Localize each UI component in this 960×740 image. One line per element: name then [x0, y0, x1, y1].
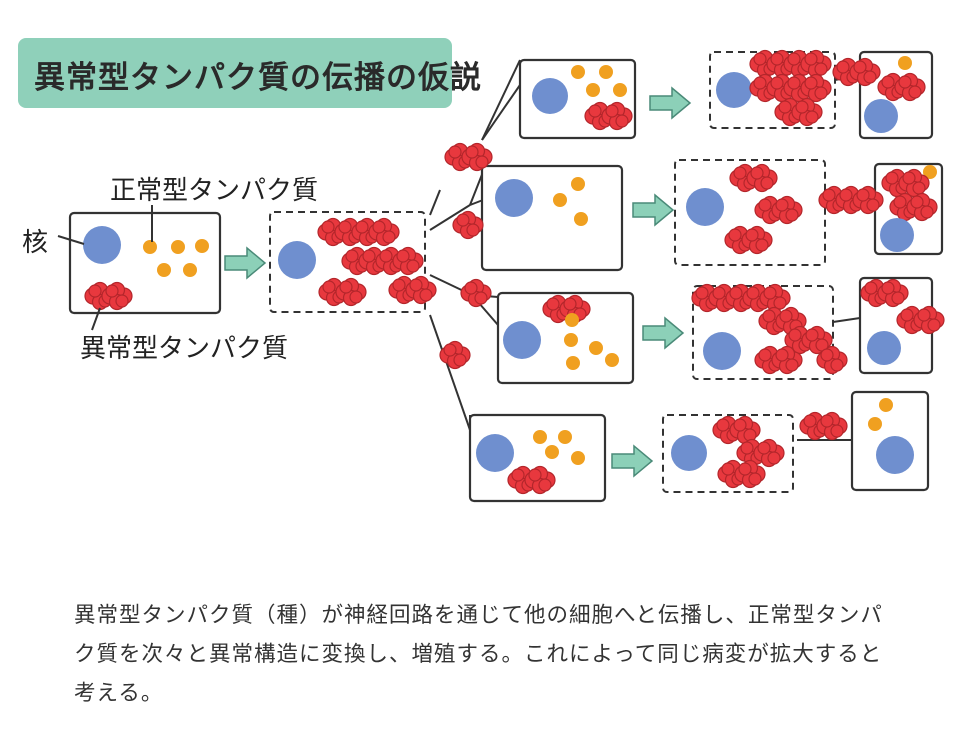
normal-protein — [195, 239, 209, 253]
connector-line — [469, 199, 484, 206]
arrow — [649, 86, 692, 120]
nucleus — [495, 179, 533, 217]
connector-line — [481, 59, 521, 141]
nucleus — [876, 436, 914, 474]
nucleus — [278, 241, 316, 279]
pointer-abnormal-protein — [91, 307, 101, 331]
connector-line — [832, 317, 861, 323]
nucleus — [864, 99, 898, 133]
abnormal-protein — [439, 340, 471, 370]
nucleus — [867, 331, 901, 365]
normal-protein — [533, 430, 547, 444]
normal-protein — [157, 263, 171, 277]
normal-protein — [171, 240, 185, 254]
normal-protein — [868, 417, 882, 431]
label-nucleus: 核 — [22, 228, 49, 258]
normal-protein — [565, 313, 579, 327]
cell — [480, 164, 624, 272]
normal-protein — [571, 177, 585, 191]
arrow — [224, 246, 267, 280]
normal-protein — [566, 356, 580, 370]
normal-protein — [143, 240, 157, 254]
nucleus — [503, 321, 541, 359]
nucleus — [532, 78, 568, 114]
normal-protein — [558, 430, 572, 444]
nucleus — [83, 226, 121, 264]
cell-contents — [83, 49, 945, 495]
normal-protein — [605, 353, 619, 367]
normal-protein — [564, 333, 578, 347]
infected-cell — [674, 159, 826, 266]
nucleus — [716, 72, 752, 108]
connector-line — [429, 189, 441, 216]
normal-protein — [923, 165, 937, 179]
nucleus — [686, 188, 724, 226]
nucleus — [880, 218, 914, 252]
label-normal-protein: 正常型タンパク質 — [110, 176, 319, 206]
connector-line — [429, 314, 471, 431]
diagram-title: 異常型タンパク質の伝播の仮説 — [34, 60, 482, 96]
normal-protein — [879, 398, 893, 412]
normal-protein — [183, 263, 197, 277]
normal-protein — [898, 56, 912, 70]
abnormal-protein — [460, 278, 492, 308]
normal-protein — [571, 451, 585, 465]
normal-protein — [553, 193, 567, 207]
normal-protein — [586, 83, 600, 97]
label-abnormal-protein: 異常型タンパク質 — [80, 334, 289, 364]
title-box — [18, 38, 452, 108]
normal-protein — [574, 212, 588, 226]
arrow — [632, 193, 675, 227]
nucleus — [671, 435, 707, 471]
arrow — [611, 444, 654, 478]
arrow — [642, 316, 685, 350]
normal-protein — [599, 65, 613, 79]
label-pointers — [57, 205, 153, 331]
abnormal-protein — [452, 210, 484, 240]
normal-protein — [571, 65, 585, 79]
nucleus — [703, 332, 741, 370]
connector-line — [429, 204, 471, 231]
connector-line — [481, 84, 521, 141]
normal-protein — [545, 445, 559, 459]
arrows — [224, 86, 692, 478]
pointer-nucleus — [57, 235, 85, 245]
caption-text: 異常型タンパク質（種）が神経回路を通じて他の細胞へと伝播し、正常型タンパク質を次… — [74, 603, 883, 706]
propagation-diagram — [57, 49, 945, 503]
normal-protein — [589, 341, 603, 355]
nucleus — [476, 434, 514, 472]
normal-protein — [613, 83, 627, 97]
connector-line — [469, 171, 484, 206]
